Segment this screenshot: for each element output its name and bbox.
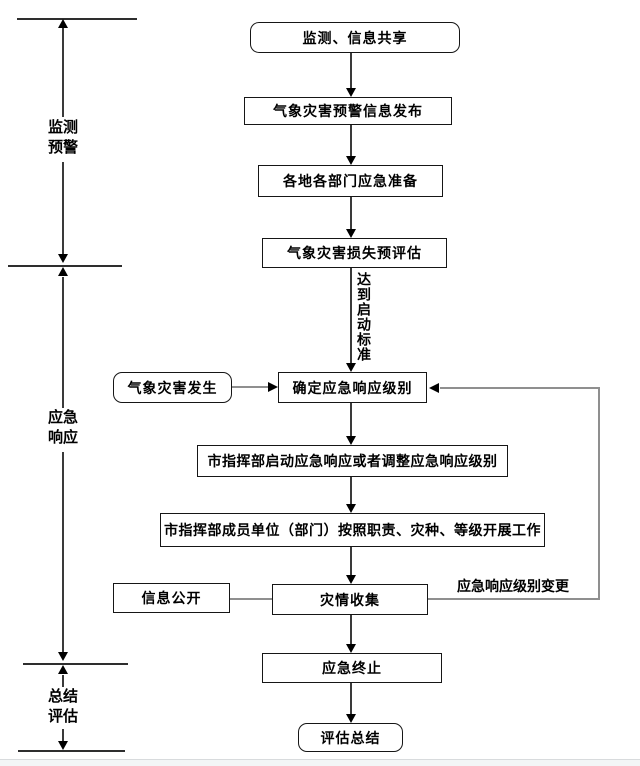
node-disaster-collect: 灾情收集: [272, 584, 428, 615]
phase3-arrow-up-icon: [58, 665, 68, 674]
phase3-line2: 评估: [47, 708, 78, 725]
phase-tick-mid1: [8, 265, 122, 267]
edge-6-line: [350, 477, 352, 505]
phase2-line2: 响应: [47, 429, 78, 446]
node-info-public: 信息公开: [113, 583, 230, 613]
edge-4-line: [350, 268, 352, 364]
edge-3-line: [350, 197, 352, 230]
page-bottom-edge: [0, 759, 640, 766]
node-emergency-end: 应急终止: [262, 653, 442, 683]
edge-8-line: [350, 615, 352, 645]
edge-6-arrow-icon: [346, 504, 356, 513]
phase1-arrow-up-icon: [58, 19, 68, 28]
edge-info-public-line: [230, 598, 272, 600]
edge-9-arrow-icon: [346, 714, 356, 723]
node-eval-summary: 评估总结: [298, 723, 403, 752]
edge-1-arrow-icon: [346, 88, 356, 97]
edge-3-arrow-icon: [346, 229, 356, 238]
phase2-line-upper: [62, 277, 64, 408]
phase1-arrow-down-icon: [58, 254, 68, 263]
phase1-line-lower: [62, 162, 64, 256]
phase2-arrow-up-icon: [58, 267, 68, 276]
phase-tick-mid2: [23, 663, 128, 665]
node-members-work: 市指挥部成员单位（部门）按照职责、灾种、等级开展工作: [160, 513, 545, 547]
phase1-line-upper: [62, 21, 64, 117]
phase3-line-upper: [62, 675, 64, 687]
edge-2-line: [350, 125, 352, 157]
node-warning-release: 气象灾害预警信息发布: [244, 97, 452, 125]
node-emergency-prep: 各地各部门应急准备: [258, 165, 443, 197]
feedback-arrow-icon: [429, 383, 439, 393]
edge-7-arrow-icon: [346, 575, 356, 584]
node-hq-start-adjust: 市指挥部启动应急响应或者调整应急响应级别: [197, 445, 508, 477]
edge-label-reach-threshold: 达到启动标准: [356, 272, 372, 362]
edge-5-arrow-icon: [346, 436, 356, 445]
feedback-line-right: [598, 388, 600, 600]
node-disaster-occur: 气象灾害发生: [113, 372, 232, 403]
phase-tick-bottom: [18, 750, 125, 752]
phase2-arrow-down-icon: [58, 652, 68, 661]
phase1-line2: 预警: [47, 139, 78, 156]
phase-label-monitoring: 监测 预警: [37, 118, 89, 158]
phase1-line1: 监测: [47, 119, 78, 136]
edge-2-arrow-icon: [346, 156, 356, 165]
feedback-line-bottom: [428, 598, 600, 600]
phase3-line1: 总结: [47, 688, 78, 705]
edge-occur-arrow-icon: [268, 382, 278, 392]
edge-7-line: [350, 547, 352, 576]
node-determine-level: 确定应急响应级别: [278, 372, 427, 403]
feedback-line-top: [440, 387, 600, 389]
phase2-line1: 应急: [47, 409, 78, 426]
phase-label-summary: 总结 评估: [37, 687, 89, 727]
phase3-arrow-down-icon: [58, 741, 68, 750]
edge-8-arrow-icon: [346, 644, 356, 653]
phase-label-response: 应急 响应: [37, 408, 89, 448]
phase2-line-lower: [62, 452, 64, 652]
edge-1-line: [350, 53, 352, 90]
edge-5-line: [350, 403, 352, 437]
edge-4-arrow-icon: [346, 363, 356, 372]
phase3-line-lower: [62, 729, 64, 742]
node-monitor-share: 监测、信息共享: [250, 22, 460, 53]
node-loss-preassess: 气象灾害损失预评估: [262, 238, 447, 268]
edge-9-line: [350, 683, 352, 715]
phase-tick-top: [17, 18, 137, 20]
edge-occur-line: [232, 386, 269, 388]
edge-label-level-change: 应急响应级别变更: [457, 578, 569, 594]
